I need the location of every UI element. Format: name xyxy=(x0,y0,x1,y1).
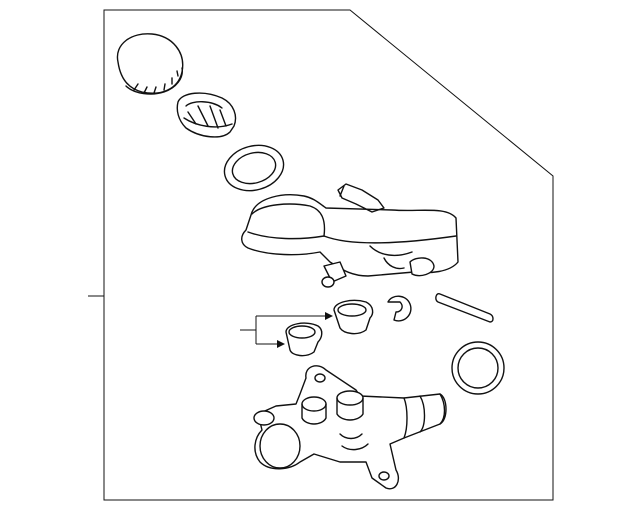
diagram-frame xyxy=(103,9,554,501)
reservoir-strainer[interactable] xyxy=(176,92,237,138)
grommet-leader xyxy=(240,312,333,348)
reservoir-grommet-upper[interactable] xyxy=(333,299,374,335)
mounting-pin[interactable] xyxy=(435,293,494,323)
brake-fluid-reservoir[interactable] xyxy=(241,183,459,288)
reservoir-grommet-lower[interactable] xyxy=(285,322,323,357)
master-cylinder-o-ring[interactable] xyxy=(451,341,505,395)
reservoir-cap[interactable] xyxy=(116,33,184,95)
reservoir-cap-seal[interactable] xyxy=(219,139,288,197)
master-cylinder-body[interactable] xyxy=(253,365,447,490)
retaining-clip[interactable] xyxy=(387,295,412,322)
